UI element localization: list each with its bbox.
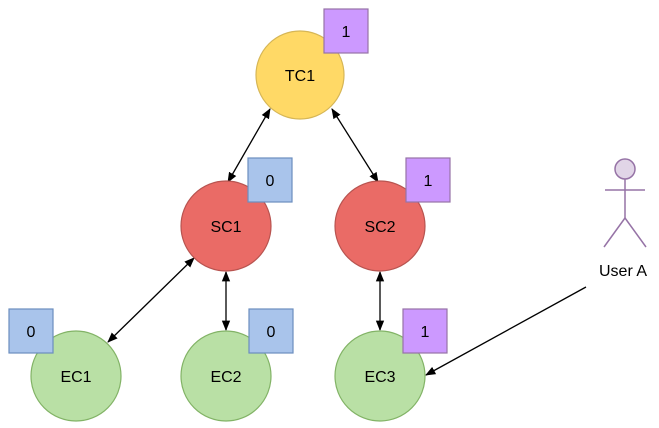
node-ec2-label: EC2 xyxy=(210,369,241,386)
node-sc2-badge-value: 1 xyxy=(424,173,433,190)
edge-usera-ec3 xyxy=(425,286,587,376)
node-ec1[interactable]: EC1 0 xyxy=(8,308,122,422)
node-sc2[interactable]: SC2 1 xyxy=(334,157,451,272)
node-sc1-label: SC1 xyxy=(210,219,241,236)
node-tc1[interactable]: TC1 1 xyxy=(255,8,369,120)
node-ec2-badge-value: 0 xyxy=(267,324,276,341)
node-ec1-badge xyxy=(8,308,54,354)
edges xyxy=(107,108,587,376)
node-ec2[interactable]: EC2 0 xyxy=(180,308,294,422)
node-tc1-badge xyxy=(323,8,369,54)
node-tc1-badge-value: 1 xyxy=(342,24,351,41)
node-sc2-badge xyxy=(405,157,451,203)
node-ec1-badge-value: 0 xyxy=(27,324,36,341)
node-sc1[interactable]: SC1 0 xyxy=(180,157,293,272)
node-tc1-label: TC1 xyxy=(285,68,315,85)
edge-tc1-sc2 xyxy=(331,108,379,183)
node-ec1-label: EC1 xyxy=(60,369,91,386)
node-ec3-badge-value: 1 xyxy=(421,324,430,341)
actor-icon xyxy=(603,158,647,248)
node-sc1-badge-value: 0 xyxy=(266,173,275,190)
node-ec3[interactable]: EC3 1 xyxy=(334,308,448,422)
actor-user-a[interactable]: User A xyxy=(599,158,647,280)
edge-tc1-sc1 xyxy=(227,108,271,183)
node-ec2-badge xyxy=(248,308,294,354)
node-ec3-badge xyxy=(402,308,448,354)
actor-label: User A xyxy=(599,263,647,280)
node-tc1-circle xyxy=(255,30,345,120)
edge-sc1-ec1 xyxy=(107,257,195,343)
node-sc2-circle xyxy=(334,180,426,272)
node-sc1-circle xyxy=(180,180,272,272)
node-sc2-label: SC2 xyxy=(364,219,395,236)
node-ec3-label: EC3 xyxy=(364,369,395,386)
node-sc1-badge xyxy=(247,157,293,203)
